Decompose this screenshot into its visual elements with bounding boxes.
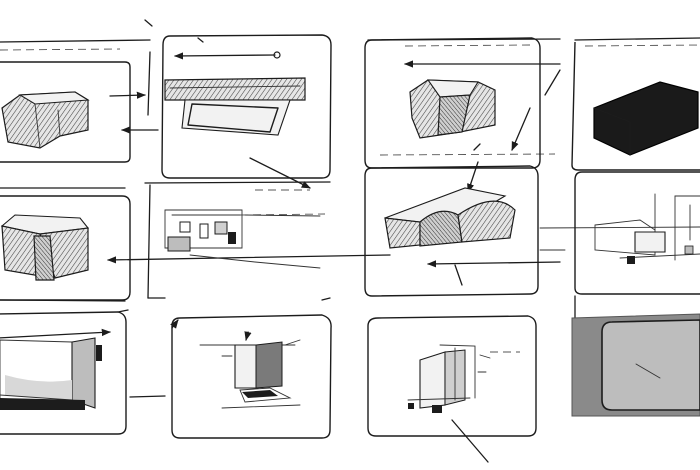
panel-r3c1 — [0, 309, 129, 435]
panel-r3c4 — [571, 313, 700, 417]
panel-r3c2 — [170, 297, 332, 439]
floorplan-sketch-icon — [164, 209, 321, 269]
panel-r1c1 — [0, 61, 159, 163]
guide-lines — [0, 37, 700, 398]
hatched-seat-box-icon — [384, 187, 516, 249]
hatched-lid-icon — [164, 77, 306, 136]
panel-r2c4 — [574, 171, 700, 295]
black-slab-icon — [593, 81, 699, 156]
panel-r1c3 — [364, 37, 561, 169]
grey-screen-panel-icon — [601, 319, 700, 411]
hatched-box-icon — [1, 91, 90, 149]
cabinet-sketch-icon — [407, 344, 491, 413]
panel-r2c3 — [364, 143, 561, 297]
panel-r2c1 — [0, 195, 391, 301]
hatched-cube-icon — [0, 214, 90, 281]
panel-r3c3 — [367, 315, 537, 463]
panel-r1c2 — [144, 19, 332, 189]
panel-r1c4 — [571, 41, 700, 171]
doorway-sketch-icon — [199, 339, 301, 409]
panel-r2c2 — [147, 184, 321, 299]
hatched-crate-icon — [409, 79, 496, 139]
room-interior-sketch-icon — [594, 193, 700, 264]
open-room-sketch-icon — [0, 337, 102, 410]
